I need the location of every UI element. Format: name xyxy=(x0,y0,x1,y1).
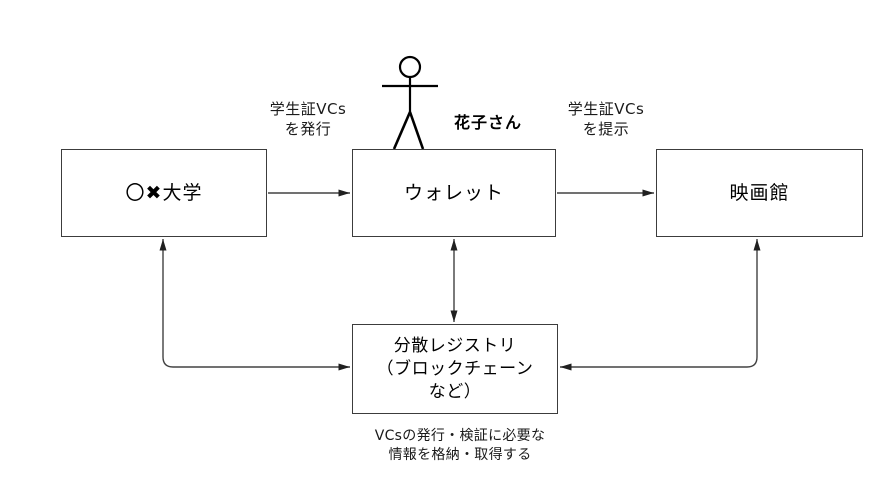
node-cinema-label: 映画館 xyxy=(729,181,790,204)
node-wallet[interactable]: ウォレット xyxy=(352,149,556,237)
node-cinema[interactable]: 映画館 xyxy=(656,149,863,237)
edge-label-present-line2: を提示 xyxy=(582,119,630,138)
node-university[interactable]: 〇✖大学 xyxy=(61,149,267,237)
node-distributed-registry[interactable]: 分散レジストリ （ブロックチェーン など） xyxy=(352,324,558,414)
person-stick-figure-icon[interactable] xyxy=(382,55,438,150)
arrow-cinema-registry-elbow[interactable] xyxy=(560,239,761,371)
edge-label-issue-line1: 学生証VCs xyxy=(269,100,347,118)
registry-caption: VCsの発行・検証に必要な 情報を格納・取得する xyxy=(360,427,560,465)
arrow-university-registry-elbow[interactable] xyxy=(159,239,350,371)
node-registry-label-line3: など） xyxy=(428,381,482,402)
edge-label-present-line1: 学生証VCs xyxy=(567,100,645,118)
edge-label-issue-line2: を発行 xyxy=(284,119,332,138)
node-registry-label-line1: 分散レジストリ xyxy=(393,335,517,356)
person-head xyxy=(398,55,422,79)
actor-name-label: 花子さん xyxy=(453,113,522,132)
edge-label-issue-vcs: 学生証VCs を発行 xyxy=(238,100,378,139)
edge-label-present-vcs: 学生証VCs を提示 xyxy=(536,100,676,139)
node-registry-label-line2: （ブロックチェーン xyxy=(376,358,534,379)
node-university-label: 〇✖大学 xyxy=(125,181,203,204)
person-left-leg xyxy=(392,111,412,150)
person-right-leg xyxy=(408,111,425,150)
registry-caption-line2: 情報を格納・取得する xyxy=(388,447,532,463)
registry-caption-line1: VCsの発行・検証に必要な xyxy=(374,428,546,444)
node-wallet-label: ウォレット xyxy=(403,181,504,204)
